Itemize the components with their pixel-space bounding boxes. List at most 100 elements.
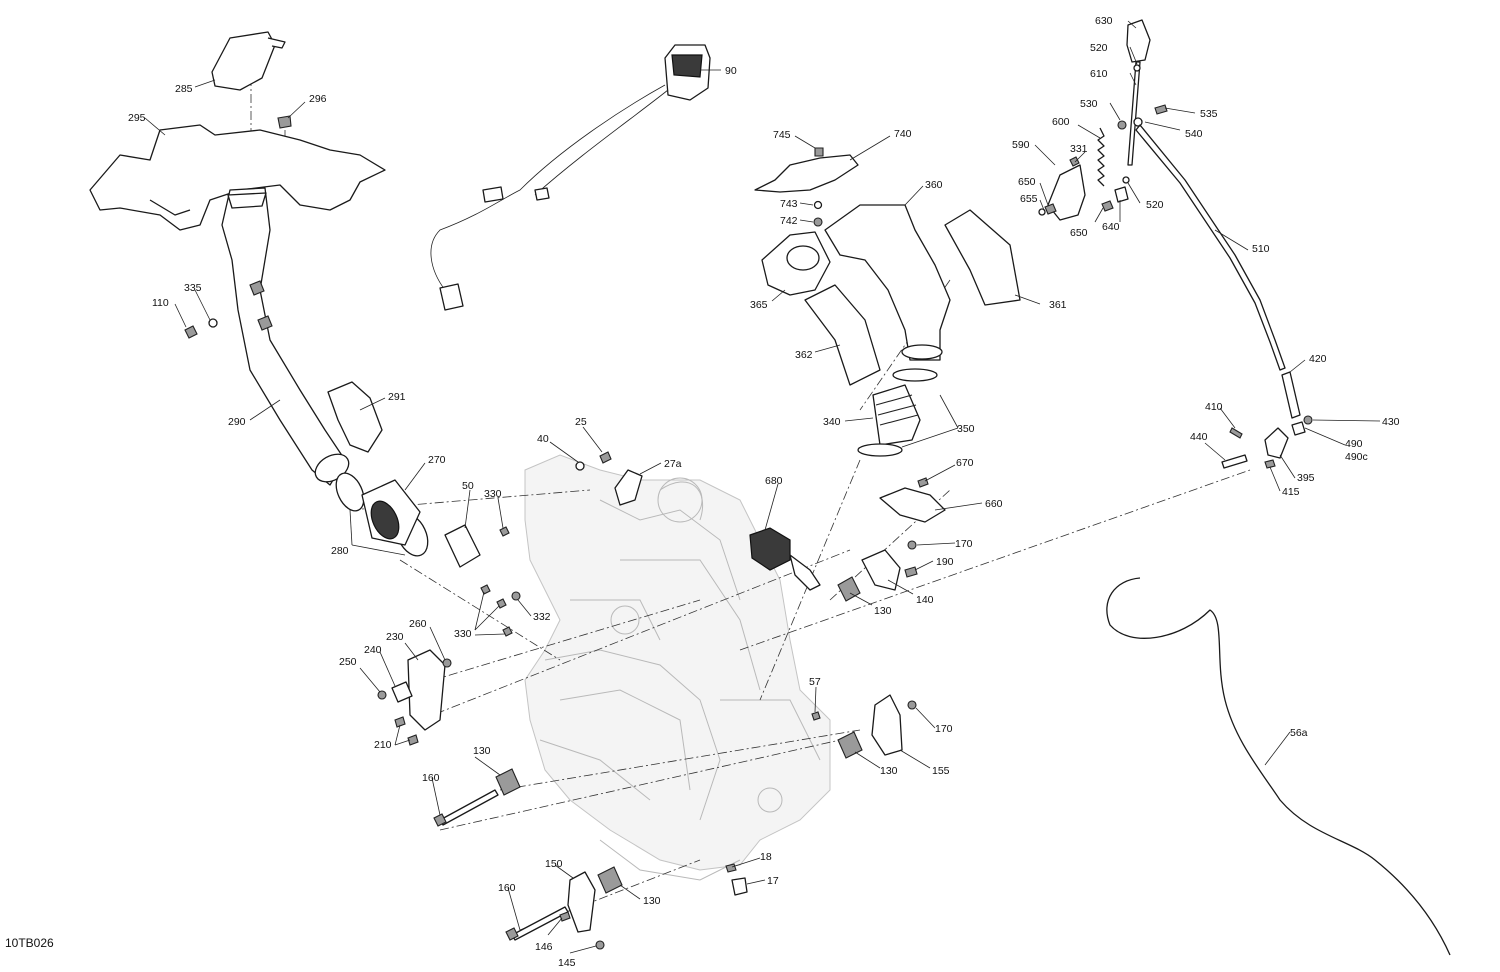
callout-296: 296 bbox=[309, 93, 327, 105]
callout-600: 600 bbox=[1052, 116, 1070, 128]
part-40-washer bbox=[575, 461, 585, 471]
callout-130-right: 130 bbox=[880, 765, 898, 777]
callout-285: 285 bbox=[175, 83, 193, 95]
callout-190: 190 bbox=[936, 556, 954, 568]
engine-block-outline bbox=[524, 454, 831, 881]
callout-630: 630 bbox=[1095, 15, 1113, 27]
part-335-washer bbox=[208, 318, 218, 328]
callout-365: 365 bbox=[750, 299, 768, 311]
callout-295: 295 bbox=[128, 112, 146, 124]
part-350-clamp bbox=[857, 368, 938, 457]
part-27a-hose bbox=[614, 469, 643, 506]
part-745-screw bbox=[814, 147, 824, 157]
part-145-nut bbox=[595, 940, 605, 950]
callout-680: 680 bbox=[765, 475, 783, 487]
callout-420: 420 bbox=[1309, 353, 1327, 365]
callout-labels: 285 296 295 90 630 520 610 530 535 540 6… bbox=[5, 15, 1400, 969]
part-430-nut bbox=[1303, 415, 1313, 425]
part-670-screw bbox=[917, 477, 929, 488]
callout-170-upper: 170 bbox=[955, 538, 973, 550]
part-150-bracket bbox=[567, 871, 596, 933]
callout-18: 18 bbox=[760, 851, 772, 863]
callout-130-left: 130 bbox=[473, 745, 491, 757]
part-270-coupler bbox=[361, 479, 421, 546]
part-17-cap bbox=[731, 877, 748, 896]
part-640-clip bbox=[1114, 186, 1129, 203]
part-490-balljoint bbox=[1291, 421, 1306, 436]
callout-150: 150 bbox=[545, 858, 563, 870]
callout-160-lower: 160 bbox=[498, 882, 516, 894]
part-50-gasket bbox=[444, 524, 481, 568]
leader-lines bbox=[144, 20, 1381, 954]
callout-660: 660 bbox=[985, 498, 1003, 510]
callout-410: 410 bbox=[1205, 401, 1223, 413]
callout-415: 415 bbox=[1282, 486, 1300, 498]
part-365-adapter bbox=[761, 231, 831, 296]
part-742-nut bbox=[813, 217, 823, 227]
callout-362: 362 bbox=[795, 349, 813, 361]
callout-360: 360 bbox=[925, 179, 943, 191]
callout-50: 50 bbox=[462, 480, 474, 492]
part-510-shift-rod bbox=[1135, 124, 1286, 371]
callout-160-upper: 160 bbox=[422, 772, 440, 784]
callout-280: 280 bbox=[331, 545, 349, 557]
callout-145: 145 bbox=[558, 957, 576, 969]
part-240-bushing bbox=[391, 681, 413, 703]
callout-540: 540 bbox=[1185, 128, 1203, 140]
callout-146: 146 bbox=[535, 941, 553, 953]
callout-745: 745 bbox=[773, 129, 791, 141]
callout-650-lower: 650 bbox=[1070, 227, 1088, 239]
callout-130-lower: 130 bbox=[643, 895, 661, 907]
part-291-elbow-boot bbox=[327, 381, 383, 453]
callout-640: 640 bbox=[1102, 221, 1120, 233]
callout-27a: 27a bbox=[664, 458, 682, 470]
document-id: 10TB026 bbox=[5, 936, 54, 950]
part-520-washer-b bbox=[1122, 176, 1130, 184]
part-140-bracket bbox=[861, 549, 901, 591]
part-290-intake-duct bbox=[221, 187, 350, 486]
callout-535: 535 bbox=[1200, 108, 1218, 120]
callout-270: 270 bbox=[428, 454, 446, 466]
callout-331: 331 bbox=[1070, 143, 1088, 155]
callout-155: 155 bbox=[932, 765, 950, 777]
callout-610: 610 bbox=[1090, 68, 1108, 80]
callout-330-upper: 330 bbox=[484, 488, 502, 500]
callout-230: 230 bbox=[386, 631, 404, 643]
callout-490: 490 bbox=[1345, 438, 1363, 450]
part-362-shield bbox=[804, 284, 881, 386]
callout-430: 430 bbox=[1382, 416, 1400, 428]
callout-56a: 56a bbox=[1290, 727, 1308, 739]
callout-17: 17 bbox=[767, 875, 779, 887]
callout-743: 743 bbox=[780, 198, 798, 210]
part-415-clip bbox=[1264, 459, 1276, 469]
part-90-wiring-harness bbox=[430, 44, 711, 311]
part-630-shift-knob bbox=[1126, 19, 1151, 63]
callout-655: 655 bbox=[1020, 193, 1038, 205]
part-680-bracket bbox=[749, 527, 821, 591]
part-155-bracket bbox=[871, 694, 903, 756]
part-410-screw bbox=[1229, 427, 1243, 439]
callout-490c: 490c bbox=[1345, 451, 1368, 463]
part-18-clip bbox=[725, 863, 737, 873]
callout-90: 90 bbox=[725, 65, 737, 77]
part-660-bracket bbox=[879, 487, 946, 523]
part-332-nut bbox=[511, 591, 521, 601]
callout-335: 335 bbox=[184, 282, 202, 294]
callout-140: 140 bbox=[916, 594, 934, 606]
callout-510: 510 bbox=[1252, 243, 1270, 255]
part-395-bracket bbox=[1264, 427, 1289, 459]
part-25-screw bbox=[599, 451, 612, 464]
callout-590: 590 bbox=[1012, 139, 1030, 151]
callout-520-top: 520 bbox=[1090, 42, 1108, 54]
part-361-shield bbox=[944, 209, 1021, 306]
part-110-bolt bbox=[184, 325, 198, 339]
part-260-nut bbox=[442, 658, 452, 668]
part-160-bolts bbox=[433, 789, 569, 941]
part-535-bolt bbox=[1154, 104, 1168, 115]
part-360-air-duct bbox=[824, 204, 951, 361]
part-250-washer bbox=[377, 690, 387, 700]
callout-291: 291 bbox=[388, 391, 406, 403]
callout-260: 260 bbox=[409, 618, 427, 630]
part-340-filter bbox=[872, 384, 921, 446]
